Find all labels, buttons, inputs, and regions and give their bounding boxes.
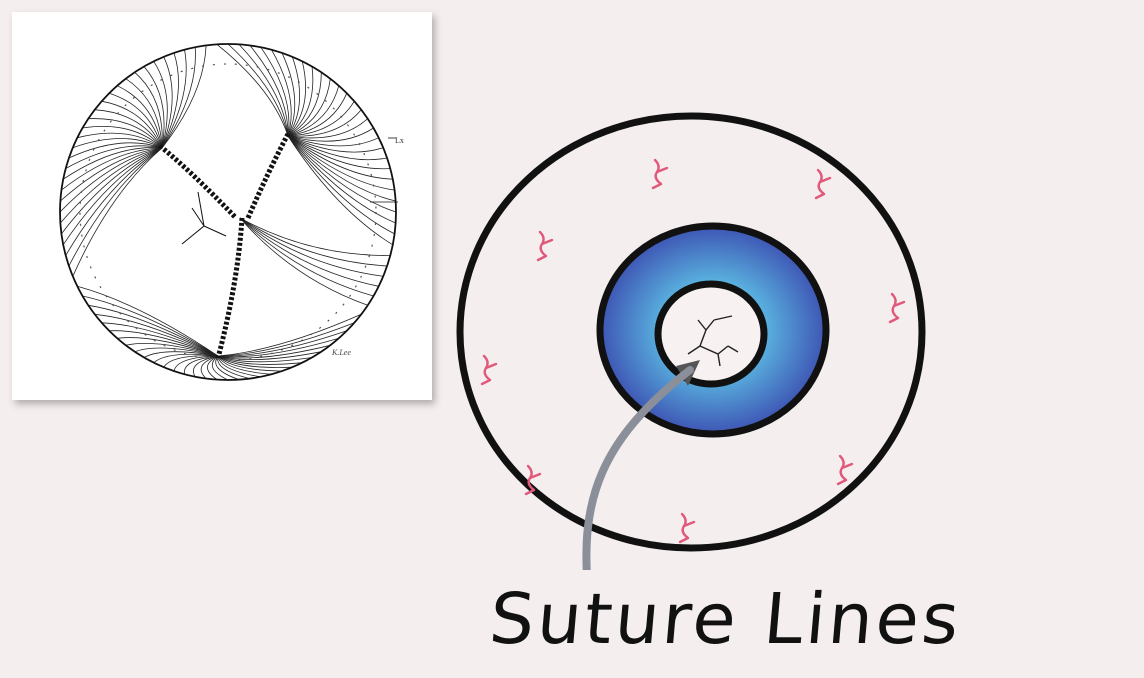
blood-vessel-squiggle bbox=[890, 294, 904, 322]
suture-lines-caption: Suture Lines bbox=[487, 584, 965, 654]
lens-fiber-line bbox=[240, 218, 390, 256]
lens-sutures-inset: Lx K.Lee bbox=[12, 12, 432, 400]
lens-fiber-drawing bbox=[12, 12, 432, 400]
pupil-lens bbox=[658, 284, 764, 384]
blood-vessel-squiggle bbox=[482, 356, 496, 384]
lens-fiber-line bbox=[228, 44, 288, 136]
lens-fiber-line bbox=[162, 53, 178, 148]
lens-fiber-line bbox=[73, 148, 162, 276]
eye-sketch bbox=[440, 100, 960, 570]
blood-vessel-squiggle bbox=[680, 514, 694, 542]
lens-fiber-line bbox=[217, 44, 288, 136]
lens-fiber-line bbox=[240, 218, 383, 276]
blood-vessel-squiggle bbox=[816, 170, 830, 198]
blood-vessel-squiggle bbox=[653, 160, 667, 188]
lens-fiber-line bbox=[261, 47, 289, 136]
lens-label: Lx bbox=[395, 136, 404, 145]
lens-fiber-line bbox=[201, 356, 218, 379]
blood-vessel-squiggle bbox=[838, 456, 852, 484]
lens-fiber-line bbox=[282, 53, 295, 136]
lens-fiber-line bbox=[69, 148, 162, 266]
artist-signature: K.Lee bbox=[332, 348, 351, 357]
y-suture bbox=[160, 134, 288, 358]
blood-vessel-squiggle bbox=[538, 232, 552, 260]
lens-fiber-line bbox=[288, 136, 383, 152]
